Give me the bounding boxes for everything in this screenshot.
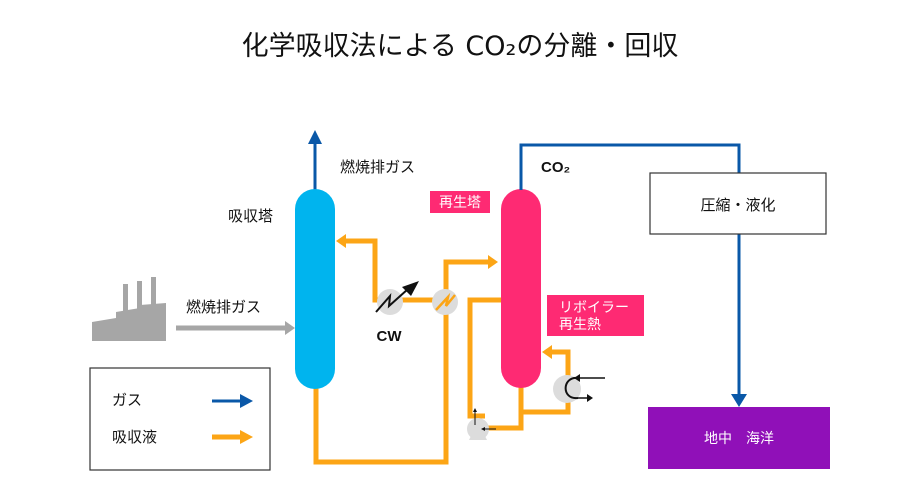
reboiler-label-line1: リボイラー xyxy=(559,300,629,316)
flue-gas-input-label: 燃焼排ガス xyxy=(186,298,261,316)
absorber-tower xyxy=(295,189,335,389)
legend-liquid-label: 吸収液 xyxy=(112,428,157,446)
exhaust-gas-top-label: 燃焼排ガス xyxy=(340,158,415,176)
co2-gas-line xyxy=(519,143,747,407)
flue-gas-input-arrow xyxy=(176,321,295,335)
regenerator-tower xyxy=(501,189,541,388)
storage-label: 地中 海洋 xyxy=(704,431,774,447)
cw-cooler xyxy=(375,281,419,315)
regenerator-label-bg xyxy=(430,191,490,213)
reboiler-label-line2: 再生熱 xyxy=(559,317,601,333)
legend-liquid-arrow-icon xyxy=(240,430,253,444)
absorber-label: 吸収塔 xyxy=(228,207,273,225)
compression-label: 圧縮・液化 xyxy=(700,196,775,214)
reboiler-icon xyxy=(553,374,605,403)
factory-icon xyxy=(92,277,166,341)
legend: ガス 吸収液 xyxy=(89,367,271,471)
co2-label: CO₂ xyxy=(541,159,570,176)
heat-exchanger xyxy=(432,289,458,315)
cw-label: CW xyxy=(377,328,403,345)
compression-liquefaction-box xyxy=(649,172,827,235)
regenerator-label: 再生塔 xyxy=(439,195,481,211)
storage-box xyxy=(648,407,830,469)
diagram-title: 化学吸収法による CO₂の分離・回収 xyxy=(242,31,679,62)
cw-arrow-icon xyxy=(402,281,419,296)
legend-gas-label: ガス xyxy=(112,391,142,409)
reboiler-label-bg xyxy=(547,295,644,336)
pump-icon xyxy=(467,408,496,440)
exhaust-gas-out-arrow xyxy=(308,130,322,192)
legend-gas-arrow-icon xyxy=(240,394,253,408)
